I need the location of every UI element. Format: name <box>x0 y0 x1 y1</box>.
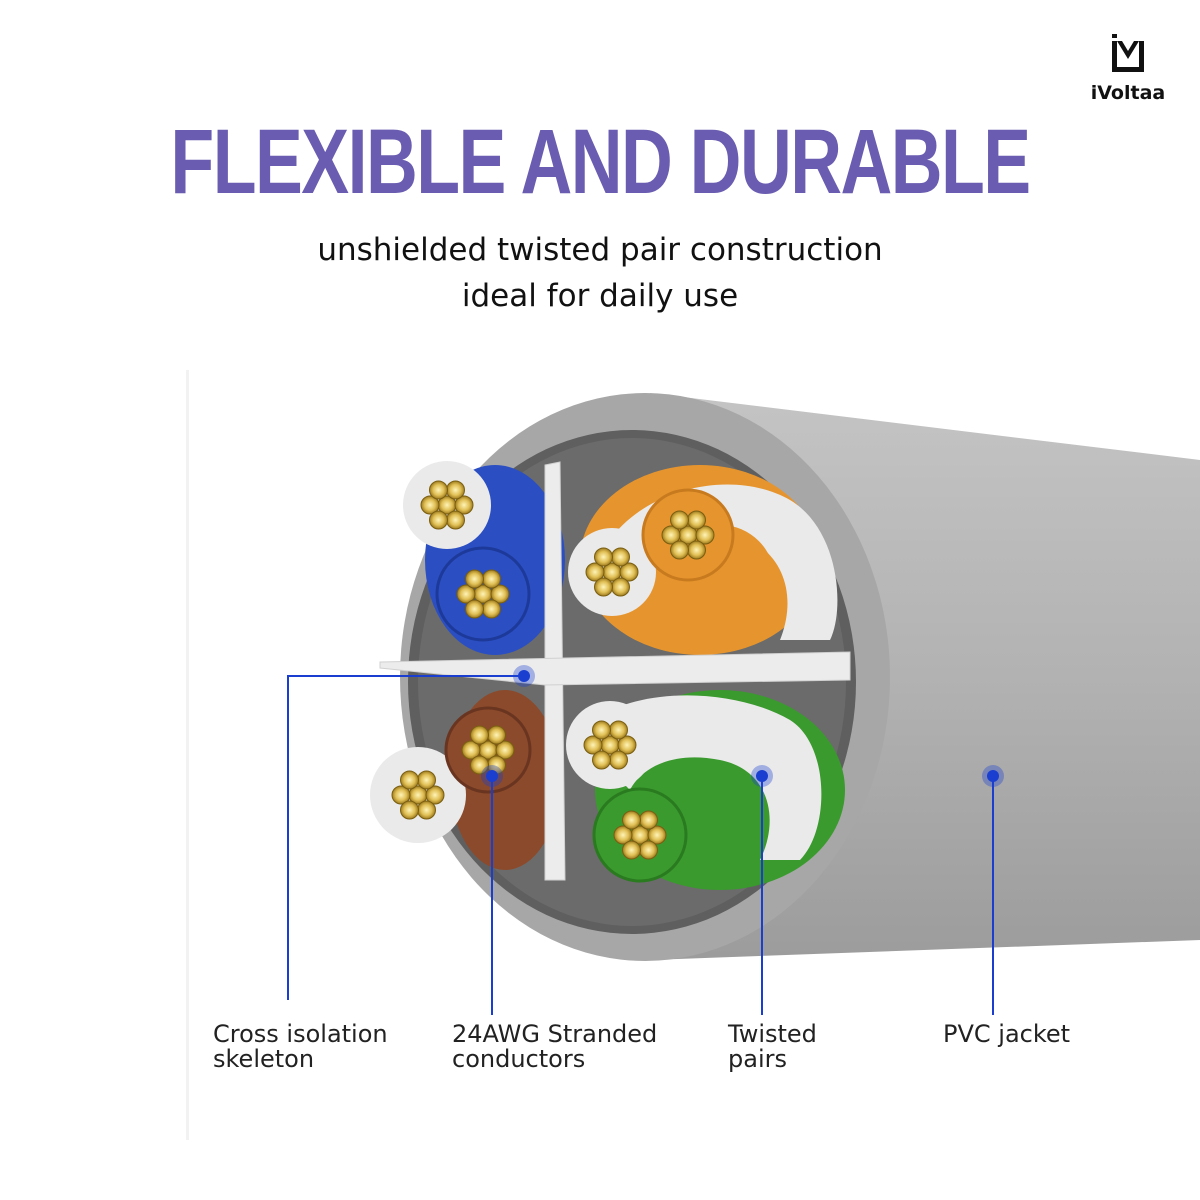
green-pair <box>566 690 845 890</box>
callout-label-cross-isolation: Cross isolation skeleton <box>213 1020 388 1073</box>
callout-label-twisted-pairs: Twisted pairs <box>728 1020 817 1073</box>
callout-label-pvc-jacket: PVC jacket <box>943 1020 1071 1048</box>
brand-name: iVoltaa <box>1090 82 1166 104</box>
callout-dots <box>481 665 1004 787</box>
brand-logo: iVoltaa <box>1078 34 1178 104</box>
page-title: FLEXIBLE AND DURABLE <box>170 111 1031 213</box>
subtitle-line-1: unshielded twisted pair construction <box>317 232 883 268</box>
callout-lines <box>287 675 994 1015</box>
subtitle-line-2: ideal for daily use <box>461 278 739 314</box>
callout-label-conductors: 24AWG Stranded conductors <box>452 1020 658 1073</box>
ivoltaa-logo-icon <box>1112 34 1144 72</box>
